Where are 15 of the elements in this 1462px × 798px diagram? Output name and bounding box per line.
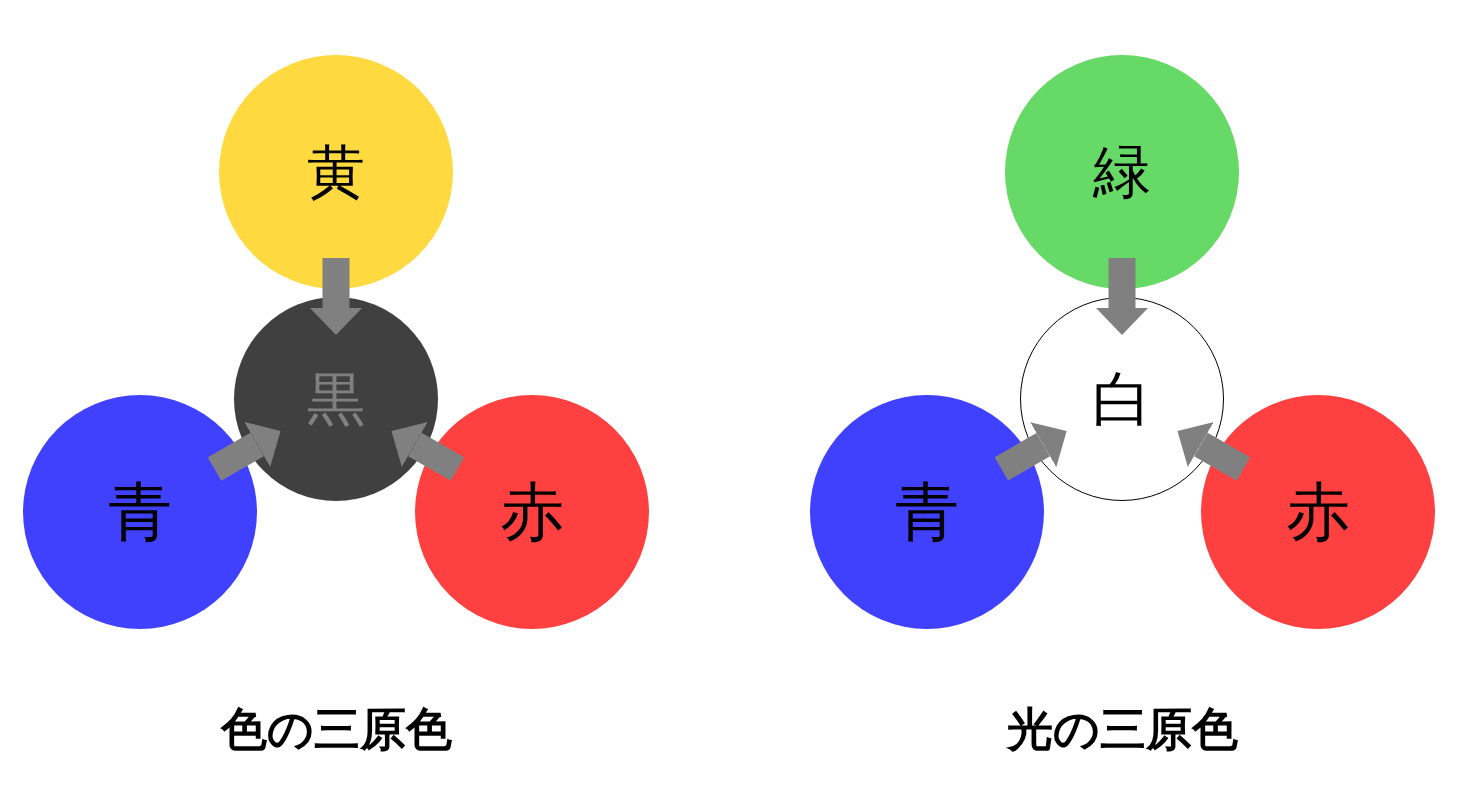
caption: 色の三原色 <box>220 706 452 752</box>
arrow <box>391 421 465 481</box>
color-name: 青 <box>108 480 172 544</box>
color-name: 黒 <box>307 370 365 428</box>
color-name: 緑 <box>1093 143 1151 201</box>
color-name: 白 <box>1092 369 1152 429</box>
arrow <box>207 421 281 481</box>
color-name: 青 <box>895 480 959 544</box>
caption: 光の三原色 <box>1006 706 1238 752</box>
color-name: 赤 <box>1286 480 1350 544</box>
color-name: 黄 <box>307 143 365 201</box>
arrow <box>310 258 362 335</box>
arrow <box>994 422 1067 481</box>
arrow <box>1177 421 1251 481</box>
color-name: 赤 <box>500 480 564 544</box>
